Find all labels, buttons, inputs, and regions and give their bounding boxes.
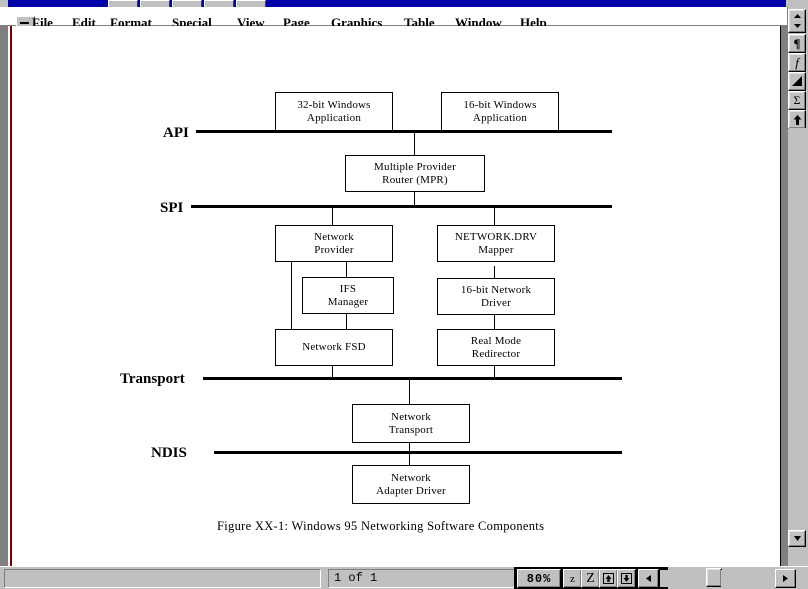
box-line-1: Network — [391, 411, 431, 423]
toolbar-fragment-edge — [0, 0, 8, 7]
box-line-1: 32-bit Windows — [297, 99, 371, 111]
connector-mapper-to-net16 — [494, 266, 495, 279]
layer-rule-spi — [191, 205, 612, 208]
connector-ndis-to-adapter — [409, 453, 410, 465]
right-arrow-icon — [783, 575, 788, 582]
box-line-2: Adapter Driver — [376, 484, 446, 497]
layer-rule-api — [196, 130, 612, 133]
layer-rule-transport — [203, 377, 622, 380]
connector-api-to-mpr — [414, 131, 415, 155]
up-down-arrows-icon — [793, 14, 801, 28]
sigma-icon: Σ — [793, 93, 801, 107]
diagram-box-network-fsd[interactable]: Network FSD — [275, 329, 393, 366]
figure-caption: Figure XX-1: Windows 95 Networking Softw… — [217, 519, 545, 533]
horizontal-scroll-thumb[interactable] — [706, 568, 722, 587]
diagram-box-win16-app[interactable]: 16-bit Windows Application — [441, 92, 559, 131]
diagram-box-net16-driver[interactable]: 16-bit Network Driver — [437, 278, 555, 315]
diagram-box-ifs-manager[interactable]: IFS Manager — [302, 277, 394, 314]
vertical-scroll-trough[interactable] — [789, 128, 807, 548]
status-bar: 1 of 1 80% z Z — [0, 566, 808, 589]
connector-provider-to-fsd — [291, 259, 292, 329]
chevron-down-icon — [793, 536, 801, 541]
connector-net16-to-redirector — [494, 315, 495, 329]
box-line-1: Network — [391, 472, 431, 484]
scroll-down-button[interactable] — [788, 530, 806, 547]
scroll-up-tool[interactable] — [788, 110, 806, 129]
scroll-right-button[interactable] — [775, 569, 796, 588]
paragraph-mark-tool[interactable]: ¶ — [788, 34, 806, 53]
box-line-1: Real Mode — [470, 335, 522, 347]
sigma-sum-tool[interactable]: Σ — [788, 91, 806, 110]
box-line-2: Router (MPR) — [382, 173, 448, 186]
diagram-box-mpr[interactable]: Multiple Provider Router (MPR) — [345, 155, 485, 192]
page-down-icon — [621, 573, 632, 584]
connector-fsd-to-transport — [332, 364, 333, 378]
up-arrow-icon — [793, 114, 801, 125]
connector-network-transport-to-ndis — [409, 441, 410, 453]
zoom-out-button[interactable]: z — [563, 569, 582, 588]
box-line-2: Provider — [314, 243, 354, 256]
diagram-box-real-mode-redirector[interactable]: Real Mode Redirector — [437, 329, 555, 366]
zoom-in-button[interactable]: Z — [581, 569, 600, 588]
page-up-icon — [603, 573, 614, 584]
page-indicator-field: 1 of 1 — [328, 569, 517, 588]
left-margin-guide — [10, 26, 12, 566]
angle-shape-icon — [792, 76, 802, 86]
toolbar-fragment-edge-right — [786, 0, 808, 7]
angle-shape-tool[interactable] — [788, 72, 806, 91]
diagram-canvas: API SPI Transport NDIS — [8, 26, 780, 566]
connector-spi-to-network-drv-mapper — [494, 207, 495, 225]
box-line-2: Application — [306, 111, 362, 124]
diagram-box-network-provider[interactable]: Network Provider — [275, 225, 393, 262]
diagram-box-network-transport[interactable]: Network Transport — [352, 404, 470, 443]
connector-transport-to-network-transport — [409, 378, 410, 404]
layer-label-spi: SPI — [160, 200, 184, 216]
function-f-icon: f — [795, 54, 799, 70]
box-line-1: 16-bit Windows — [463, 99, 537, 111]
status-message-field — [4, 569, 321, 588]
document-view[interactable]: API SPI Transport NDIS — [0, 26, 787, 566]
box-line-1: NETWORK.DRV — [454, 231, 538, 243]
box-line-1: Multiple Provider — [374, 161, 456, 173]
box-line-1: Network — [314, 231, 354, 243]
large-z-icon: Z — [586, 570, 595, 586]
title-bar-strip — [0, 0, 808, 7]
box-line-2: Driver — [481, 296, 511, 309]
diagram-box-win32-app[interactable]: 32-bit Windows Application — [275, 92, 393, 131]
box-line-1: IFS — [339, 283, 357, 295]
connector-spi-to-network-provider — [332, 207, 333, 225]
layer-label-transport: Transport — [120, 371, 185, 387]
small-z-icon: z — [570, 572, 575, 585]
box-line-2: Transport — [388, 423, 434, 436]
next-page-button[interactable] — [617, 569, 636, 588]
layer-label-api: API — [163, 125, 189, 141]
box-line-1: Network FSD — [302, 341, 366, 354]
minimize-box-icon — [20, 22, 29, 24]
connector-ifs-to-fsd — [346, 311, 347, 329]
pilcrow-icon: ¶ — [793, 35, 801, 51]
layer-rule-ndis — [214, 451, 622, 454]
menu-bar: File Edit Format Special View Page Graph… — [0, 7, 808, 32]
connector-redirector-to-transport — [494, 364, 495, 378]
box-line-2: Redirector — [471, 347, 521, 360]
function-tool[interactable]: f — [788, 53, 806, 72]
diagram-box-network-drv-mapper[interactable]: NETWORK.DRV Mapper — [437, 225, 555, 262]
horizontal-scroll-trough-right[interactable] — [721, 570, 775, 587]
zoom-level-display[interactable]: 80% — [517, 569, 561, 588]
box-line-2: Manager — [327, 295, 369, 308]
connector-provider-to-ifs — [346, 259, 347, 277]
scroll-left-button[interactable] — [638, 569, 659, 588]
right-tool-column: ¶ f Σ — [787, 7, 808, 567]
connector-mpr-to-spi — [414, 189, 415, 207]
box-line-2: Application — [472, 111, 528, 124]
layer-label-ndis: NDIS — [151, 445, 187, 461]
left-arrow-icon — [646, 575, 651, 582]
document-page: API SPI Transport NDIS — [8, 26, 781, 566]
box-line-1: 16-bit Network — [460, 284, 532, 296]
box-line-2: Mapper — [478, 243, 514, 256]
diagram-box-network-adapter-driver[interactable]: Network Adapter Driver — [352, 465, 470, 504]
horizontal-scroll-trough-left[interactable] — [660, 570, 706, 587]
scroll-updown-button[interactable] — [788, 9, 806, 33]
previous-page-button[interactable] — [599, 569, 618, 588]
